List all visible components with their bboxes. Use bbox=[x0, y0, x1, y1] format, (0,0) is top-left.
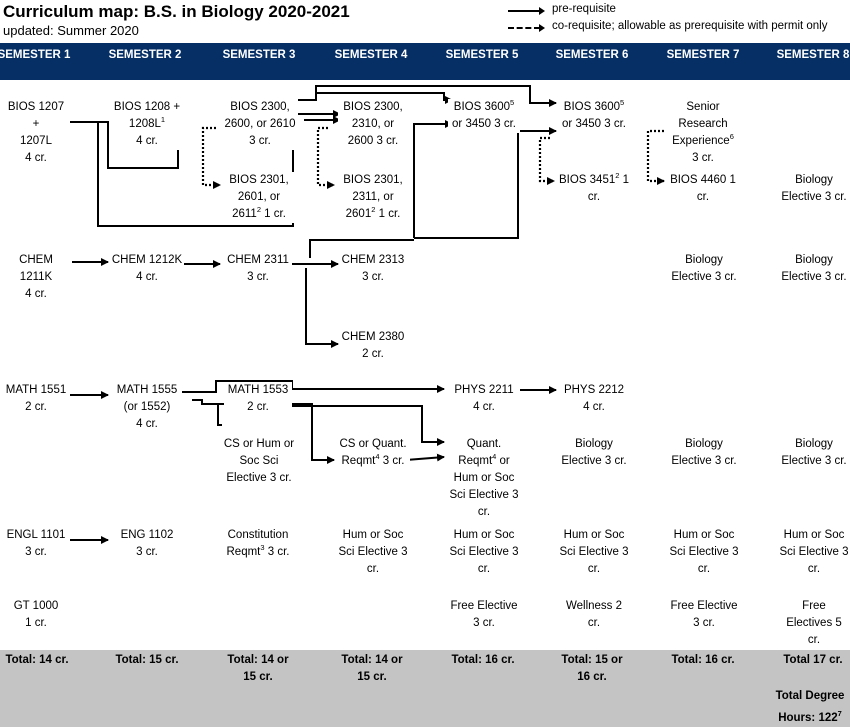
coreq-senior-to-bios4460 bbox=[646, 129, 665, 185]
arrow-math1555-to-math1553 bbox=[170, 380, 293, 393]
prereq-legend-line bbox=[508, 10, 540, 12]
coreq-legend-arrow-icon bbox=[539, 24, 545, 32]
totals-bar bbox=[0, 650, 850, 727]
semester-5-header: SEMESTER 5 bbox=[445, 49, 519, 61]
course-cs-quant-reqmt: CS or Quant.Reqmt4 3 cr. bbox=[336, 436, 410, 470]
arrow-math1555-to-quant bbox=[192, 399, 222, 426]
updated-note: updated: Summer 2020 bbox=[3, 23, 139, 38]
semester-4-header: SEMESTER 4 bbox=[334, 49, 408, 61]
total-semester-8: Total 17 cr. bbox=[783, 654, 843, 666]
semester-1-header: SEMESTER 1 bbox=[0, 49, 71, 61]
coreq-legend-line bbox=[508, 27, 540, 29]
arrow-box-to-bios3600a bbox=[413, 120, 453, 238]
arrow-math1553-to-quant5 bbox=[274, 405, 445, 446]
total-semester-5: Total: 16 cr. bbox=[451, 654, 515, 666]
semester-2-header: SEMESTER 2 bbox=[108, 49, 182, 61]
arrow-box-sem5 bbox=[414, 127, 557, 239]
prereq-legend-arrow-icon bbox=[539, 7, 545, 15]
coreq-bios3600b-to-bios3451 bbox=[538, 136, 555, 185]
semester-8-header: SEMESTER 8 bbox=[776, 49, 850, 61]
course-math1555: MATH 1555(or 1552)4 cr. bbox=[112, 382, 182, 433]
arrow-bios2300-to-bios3600 bbox=[293, 92, 453, 104]
total-semester-7: Total: 16 cr. bbox=[671, 654, 735, 666]
prereq-legend-label: pre-requisite bbox=[552, 3, 616, 15]
total-semester-2: Total: 15 cr. bbox=[115, 654, 179, 666]
semester-7-header: SEMESTER 7 bbox=[666, 49, 740, 61]
coreq-bios2300b-to-bios2301b bbox=[316, 126, 335, 189]
semester-header-bar bbox=[0, 43, 850, 80]
total-semester-1: Total: 14 cr. bbox=[5, 654, 69, 666]
arrow-chem2311-to-chem2380 bbox=[305, 268, 339, 348]
coreq-legend-label: co-requisite; allowable as prerequisite … bbox=[552, 20, 828, 32]
arrow-bios1207-to-bios1208 bbox=[48, 118, 179, 169]
semester-3-header: SEMESTER 3 bbox=[222, 49, 296, 61]
arrow-top-to-bios3600b bbox=[315, 85, 557, 107]
semester-6-header: SEMESTER 6 bbox=[555, 49, 629, 61]
page-title: Curriculum map: B.S. in Biology 2020-202… bbox=[3, 2, 350, 21]
arrow-chem2311-up bbox=[309, 239, 414, 258]
coreq-bios2300a-to-bios2301a bbox=[201, 126, 221, 189]
arrow-csquant-to-quant5 bbox=[405, 453, 445, 462]
